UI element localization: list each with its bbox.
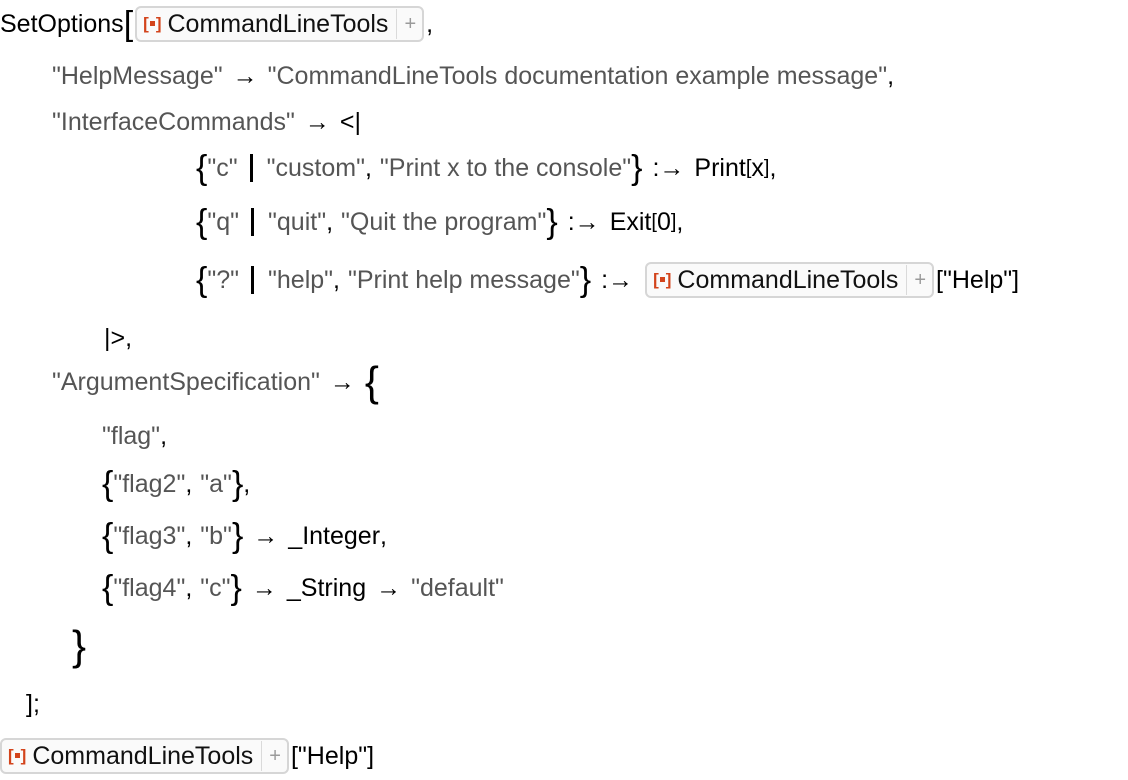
interface-commands-key: "InterfaceCommands" — [52, 107, 295, 136]
flag3-string: "flag3" — [113, 521, 186, 550]
code-line-8: "ArgumentSpecification" → { — [52, 358, 379, 405]
code-line-13: } — [72, 622, 87, 669]
command-short: "c" — [207, 153, 238, 182]
command-desc: "Print help message" — [347, 265, 580, 294]
command-short: "?" — [207, 265, 240, 294]
flag4-alias: "c" — [200, 573, 231, 602]
command-long: "custom" — [266, 153, 365, 182]
flag3-alias: "b" — [200, 521, 232, 550]
integer-pattern: _Integer — [288, 521, 381, 550]
delayed-rule-arrow: :→ — [652, 153, 685, 182]
command-long: "help" — [268, 265, 334, 294]
resource-object-label: CommandLineTools — [677, 265, 899, 294]
resource-object-icon: [] — [653, 270, 672, 289]
code-line-15: [] CommandLineTools + ["Help"] — [0, 736, 374, 776]
association-close: |> — [104, 323, 126, 352]
rule-arrow: → — [376, 573, 402, 602]
resource-object-label: CommandLineTools — [167, 9, 389, 38]
command-arg: 0 — [656, 207, 671, 236]
code-line-5: { "q" "quit" , "Quit the program" } :→ E… — [196, 203, 684, 241]
resource-object-icon: [] — [8, 746, 27, 765]
code-line-7: |> , — [104, 323, 133, 352]
code-line-2: "HelpMessage" → "CommandLineTools docume… — [52, 61, 895, 90]
code-line-3: "InterfaceCommands" → <| — [52, 102, 361, 142]
command-long: "quit" — [268, 207, 327, 236]
resource-object-box[interactable]: [] CommandLineTools + — [645, 262, 935, 298]
resource-object-box[interactable]: [] CommandLineTools + — [0, 738, 289, 774]
command-desc: "Quit the program" — [341, 207, 547, 236]
expand-plus-icon[interactable]: + — [269, 744, 281, 767]
default-string: "default" — [411, 573, 504, 602]
help-call-arg: ["Help"] — [936, 265, 1020, 294]
argspec-key: "ArgumentSpecification" — [52, 367, 320, 396]
command-desc: "Print x to the console" — [379, 153, 632, 182]
association-open: <| — [339, 107, 361, 136]
rule-arrow: → — [329, 367, 355, 396]
delayed-rule-arrow: :→ — [601, 265, 634, 294]
rule-arrow: → — [253, 521, 279, 550]
code-line-4: { "c" "custom" , "Print x to the console… — [196, 149, 777, 187]
code-line-14: ]; — [26, 684, 40, 724]
rule-arrow: → — [304, 107, 330, 136]
code-line-9: "flag" , — [102, 421, 168, 450]
help-message-value: "CommandLineTools documentation example … — [267, 61, 888, 90]
code-line-10: { "flag2" , "a" } , — [102, 465, 251, 503]
resource-object-label: CommandLineTools — [32, 741, 254, 770]
flag-string: "flag" — [102, 421, 161, 450]
expand-plus-icon[interactable]: + — [914, 268, 927, 291]
rule-arrow: → — [232, 61, 258, 90]
command-action: Exit — [609, 207, 652, 236]
command-action: Print — [694, 153, 746, 182]
flag2-string: "flag2" — [113, 469, 186, 498]
setoptions-symbol: SetOptions — [0, 9, 124, 38]
command-arg: x — [751, 153, 764, 182]
code-line-12: { "flag4" , "c" } → _String → "default" — [102, 569, 504, 607]
command-short: "q" — [207, 207, 240, 236]
help-call-arg: ["Help"] — [290, 741, 375, 770]
closing-bracket: ]; — [26, 689, 40, 718]
string-pattern: _String — [286, 573, 367, 602]
code-line-11: { "flag3" , "b" } → _Integer , — [102, 517, 387, 555]
flag2-alias: "a" — [200, 469, 232, 498]
resource-object-icon: [] — [143, 14, 162, 33]
rule-arrow: → — [251, 573, 277, 602]
delayed-rule-arrow: :→ — [567, 207, 600, 236]
help-message-key: "HelpMessage" — [52, 61, 223, 90]
code-line-1: SetOptions [ [] CommandLineTools + , — [0, 5, 434, 43]
resource-object-box[interactable]: [] CommandLineTools + — [135, 6, 425, 42]
code-line-6: { "?" "help" , "Print help message" } :→… — [196, 261, 1020, 299]
flag4-string: "flag4" — [113, 573, 186, 602]
expand-plus-icon[interactable]: + — [404, 12, 417, 35]
